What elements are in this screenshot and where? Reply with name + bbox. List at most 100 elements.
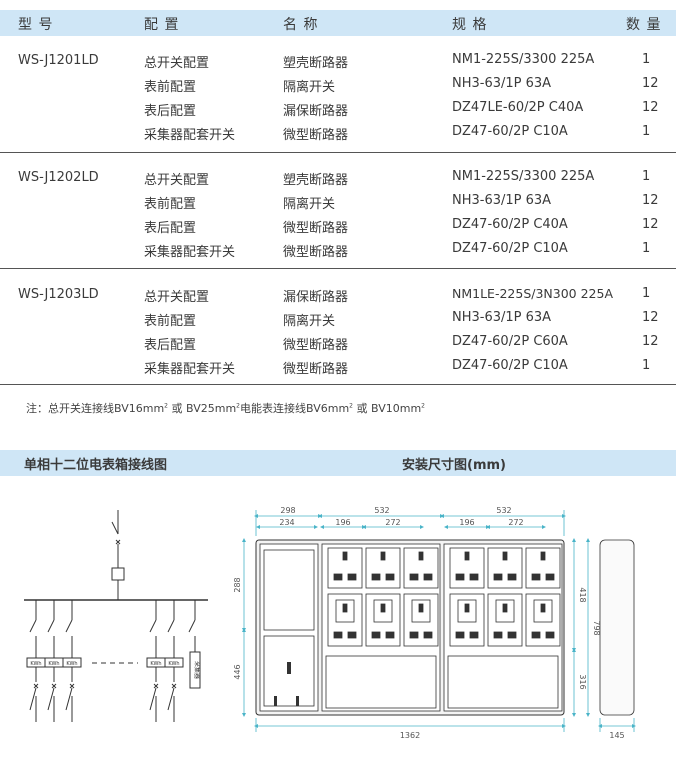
wiring-diagram-title: 单相十二位电表箱接线图 — [24, 458, 168, 473]
qty-cell: 1 — [642, 286, 651, 301]
table-row: 表后配置 漏保断路器 DZ47LE-60/2P C40A 12 — [0, 100, 676, 124]
dim-446: 446 — [233, 664, 242, 679]
config-cell: 表前配置 — [144, 197, 197, 212]
spec-cell: NH3-63/1P 63A — [452, 193, 552, 208]
collector-label: 采集器 — [193, 661, 201, 679]
table-header: 型 号 配 置 名 称 规 格 数 量 — [0, 10, 676, 36]
spec-cell: NM1-225S/3300 225A — [452, 169, 595, 184]
table-row: 总开关配置 漏保断路器 NM1LE-225S/3N300 225A 1 — [0, 286, 676, 310]
name-cell: 漏保断路器 — [283, 290, 349, 305]
section-header: 单相十二位电表箱接线图 安装尺寸图(mm) — [0, 450, 676, 476]
install-dimension-drawing: 298 532 532 234 196 272 196 272 288 446 … — [233, 506, 636, 740]
spec-cell: DZ47-60/2P C40A — [452, 217, 568, 232]
spec-cell: DZ47-60/2P C10A — [452, 241, 568, 256]
dim-272-right: 272 — [508, 518, 523, 527]
dim-316: 316 — [578, 674, 587, 689]
config-cell: 总开关配置 — [144, 173, 210, 188]
dim-196-left: 196 — [335, 518, 350, 527]
spec-cell: NM1LE-225S/3N300 225A — [452, 286, 614, 301]
spec-cell: DZ47LE-60/2P C40A — [452, 100, 584, 115]
name-cell: 微型断路器 — [283, 221, 349, 236]
qty-cell: 12 — [642, 310, 659, 325]
config-cell: 采集器配套开关 — [144, 128, 236, 143]
group-divider — [0, 268, 676, 269]
meter-label: KWh — [30, 661, 41, 667]
name-cell: 微型断路器 — [283, 338, 349, 353]
config-cell: 表前配置 — [144, 314, 197, 329]
wiring-note: 注：总开关连接线BV16mm2 或 BV25mm2电能表连接线BV6mm2 或 … — [26, 402, 425, 415]
note-text-2: 或 BV25mm — [171, 402, 237, 415]
dim-288: 288 — [233, 577, 242, 592]
spec-cell: DZ47-60/2P C60A — [452, 334, 568, 349]
config-cell: 总开关配置 — [144, 56, 210, 71]
dim-532-right: 532 — [496, 506, 511, 515]
model-number: WS-J1203LD — [18, 287, 99, 302]
group-divider — [0, 152, 676, 153]
dim-1362: 1362 — [400, 731, 420, 740]
col-name-header: 名 称 — [283, 17, 319, 33]
col-config-header: 配 置 — [144, 17, 180, 33]
qty-cell: 12 — [642, 217, 659, 232]
spec-cell: NH3-63/1P 63A — [452, 76, 552, 91]
name-cell: 隔离开关 — [283, 314, 336, 329]
note-text-1: 注：总开关连接线BV16mm — [26, 402, 165, 415]
dim-234: 234 — [279, 518, 294, 527]
meter-label: KWh — [150, 661, 161, 667]
name-cell: 塑壳断路器 — [283, 173, 349, 188]
name-cell: 微型断路器 — [283, 128, 349, 143]
config-cell: 表后配置 — [144, 104, 197, 119]
install-diagram-title: 安装尺寸图(mm) — [402, 458, 506, 473]
wiring-diagram: 采集器 KWh KWh KWh KWh KWh — [24, 510, 208, 722]
qty-cell: 12 — [642, 334, 659, 349]
table-row: 表前配置 隔离开关 NH3-63/1P 63A 12 — [0, 76, 676, 100]
table-row: 采集器配套开关 微型断路器 DZ47-60/2P C10A 1 — [0, 124, 676, 148]
meter-label: KWh — [48, 661, 59, 667]
qty-cell: 1 — [642, 52, 651, 67]
model-number: WS-J1201LD — [18, 53, 99, 68]
dim-272-left: 272 — [385, 518, 400, 527]
model-number: WS-J1202LD — [18, 170, 99, 185]
qty-cell: 1 — [642, 358, 651, 373]
note-text-3: 电能表连接线BV6mm — [240, 402, 350, 415]
dim-798: 798 — [592, 620, 601, 635]
name-cell: 隔离开关 — [283, 80, 336, 95]
qty-cell: 1 — [642, 124, 651, 139]
qty-cell: 1 — [642, 169, 651, 184]
config-cell: 表前配置 — [144, 80, 197, 95]
table-row: 表后配置 微型断路器 DZ47-60/2P C60A 12 — [0, 334, 676, 358]
dim-145: 145 — [609, 731, 624, 740]
name-cell: 漏保断路器 — [283, 104, 349, 119]
note-text-4: 或 BV10mm — [356, 402, 422, 415]
config-cell: 表后配置 — [144, 338, 197, 353]
col-qty-header: 数 量 — [626, 17, 662, 33]
group-divider — [0, 384, 676, 385]
table-row: 表前配置 隔离开关 NH3-63/1P 63A 12 — [0, 193, 676, 217]
name-cell: 隔离开关 — [283, 197, 336, 212]
spec-cell: DZ47-60/2P C10A — [452, 358, 568, 373]
meter-label: KWh — [66, 661, 77, 667]
config-cell: 采集器配套开关 — [144, 362, 236, 377]
name-cell: 微型断路器 — [283, 245, 349, 260]
table-row: 总开关配置 塑壳断路器 NM1-225S/3300 225A 1 — [0, 52, 676, 76]
dim-532-left: 532 — [374, 506, 389, 515]
col-model-header: 型 号 — [18, 17, 54, 33]
dim-418: 418 — [578, 587, 587, 602]
spec-cell: NH3-63/1P 63A — [452, 310, 552, 325]
table-row: 表前配置 隔离开关 NH3-63/1P 63A 12 — [0, 310, 676, 334]
dim-298: 298 — [280, 506, 295, 515]
col-spec-header: 规 格 — [452, 17, 488, 33]
spec-cell: NM1-225S/3300 225A — [452, 52, 595, 67]
table-row: 总开关配置 塑壳断路器 NM1-225S/3300 225A 1 — [0, 169, 676, 193]
dim-196-right: 196 — [459, 518, 474, 527]
qty-cell: 12 — [642, 193, 659, 208]
config-cell: 总开关配置 — [144, 290, 210, 305]
name-cell: 微型断路器 — [283, 362, 349, 377]
qty-cell: 1 — [642, 241, 651, 256]
config-cell: 采集器配套开关 — [144, 245, 236, 260]
config-cell: 表后配置 — [144, 221, 197, 236]
table-row: 表后配置 微型断路器 DZ47-60/2P C40A 12 — [0, 217, 676, 241]
qty-cell: 12 — [642, 100, 659, 115]
spec-cell: DZ47-60/2P C10A — [452, 124, 568, 139]
meter-label: KWh — [168, 661, 179, 667]
table-row: 采集器配套开关 微型断路器 DZ47-60/2P C10A 1 — [0, 358, 676, 382]
